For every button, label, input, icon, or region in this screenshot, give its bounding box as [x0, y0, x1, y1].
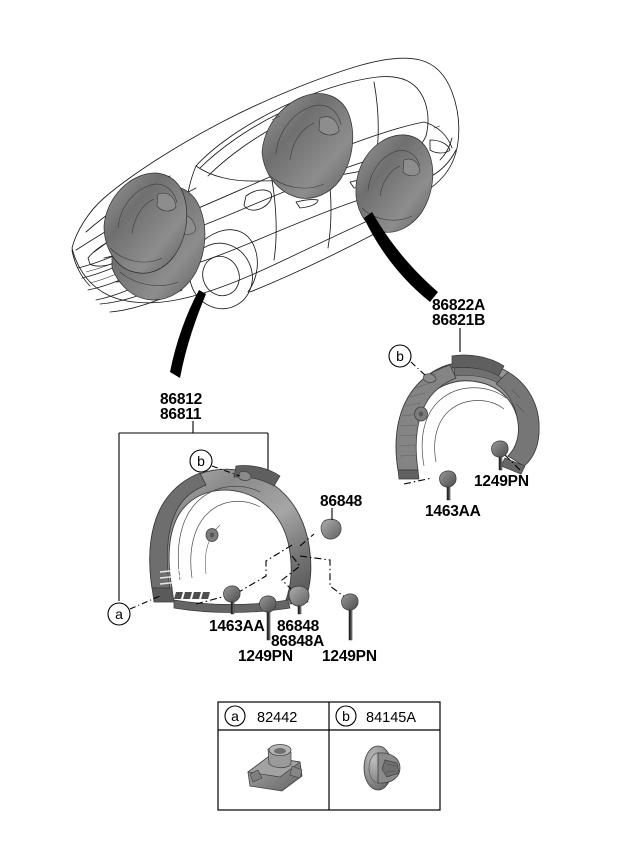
legend-part-84145a [363, 745, 401, 791]
marker-b-circle-rear [388, 344, 412, 368]
front-clip-86848-upper: 86848 [320, 493, 363, 540]
rear-screw-1463aa-label: 1463AA [425, 503, 481, 520]
front-inner-liner-on-car [103, 172, 188, 274]
marker-b-letter-rear: b [396, 348, 404, 364]
front-fastener-leaders [195, 533, 347, 605]
rear-leader-arrow [364, 212, 438, 302]
legend-marker-b-letter: b [342, 708, 350, 724]
rear-liner-code-1: 86822A [432, 297, 485, 314]
front-liner-markers: a b [107, 449, 241, 626]
legend-table: a 82442 b 84145A [217, 701, 441, 811]
front-clip-86848-lower: 86848 86848A [271, 585, 324, 650]
front-clip-86848-lower-label: 86848 [277, 618, 320, 635]
legend-marker-a-circle [224, 705, 246, 727]
front-liner-code-1: 86812 [160, 391, 202, 408]
rear-wheel-guard-part [395, 354, 540, 480]
front-screw-1463aa-label: 1463AA [209, 618, 265, 635]
front-fastener-1463aa: 1463AA [209, 585, 265, 635]
front-clip-86848-upper-label: 86848 [320, 493, 363, 510]
legend-marker-b-circle [335, 705, 357, 727]
legend-marker-a-letter: a [231, 708, 239, 724]
front-fastener-1249pn-left: 1249PN [238, 595, 293, 665]
marker-b-circle-front [189, 449, 213, 473]
rear-fastener-1463aa: 1463AA [403, 470, 481, 520]
rear-liner-markers: b [388, 344, 427, 377]
rear-screw-1249pn-label: 1249PN [474, 473, 529, 490]
front-clip-86848a-label: 86848A [271, 633, 324, 650]
front-liner-code-2: 86811 [160, 406, 202, 423]
legend-part-82442 [247, 744, 303, 792]
front-screw-1249pn-right-label: 1249PN [322, 648, 377, 665]
front-leader-arrow [170, 290, 206, 378]
marker-a-letter: a [115, 606, 123, 622]
rear-liner-label-group: 86822A 86821B [432, 297, 485, 352]
front-liner-label-group: 86812 86811 [118, 391, 269, 601]
legend-code-a: 82442 [257, 710, 297, 726]
marker-a-circle [107, 602, 131, 626]
front-fastener-1249pn-right: 1249PN [322, 593, 377, 665]
vehicle-illustration [71, 57, 460, 313]
marker-b-letter-front: b [197, 453, 205, 469]
rear-fastener-1249pn: 1249PN [474, 440, 529, 490]
rear-liner-code-2: 86821B [432, 312, 485, 329]
rear-inner-liner-on-car [261, 93, 354, 199]
legend-code-b: 84145A [366, 710, 416, 726]
front-screw-1249pn-left-label: 1249PN [238, 648, 293, 665]
